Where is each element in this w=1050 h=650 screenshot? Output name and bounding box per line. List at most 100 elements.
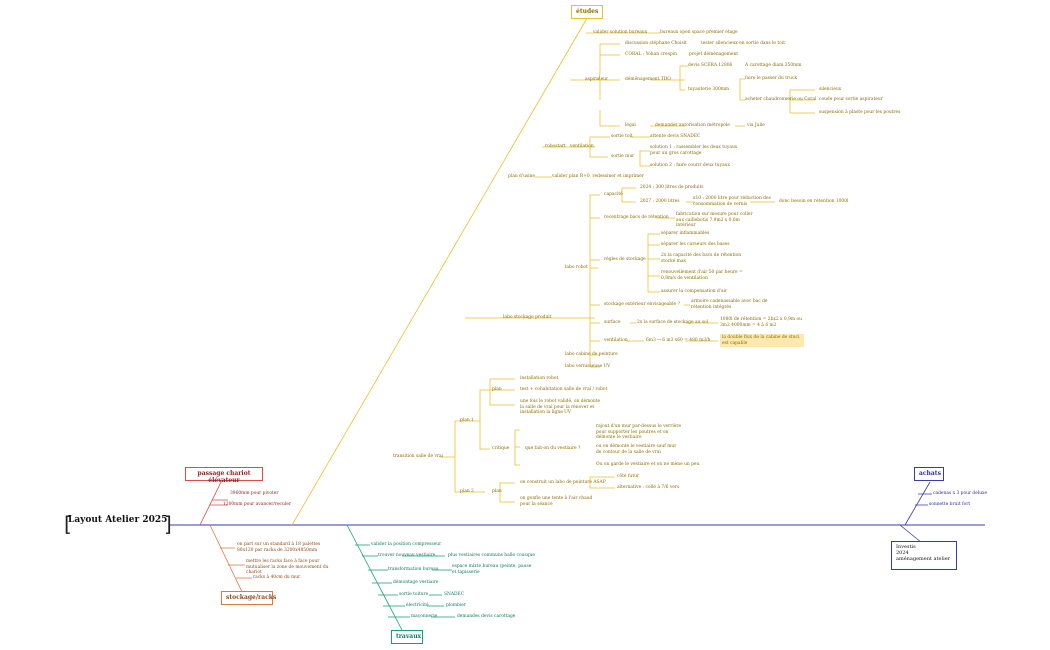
etudes-coude[interactable]: coude pour sortie aspirateur xyxy=(819,97,883,102)
etudes-vest-3[interactable]: Ou on garde le vestiaire et on ne mène u… xyxy=(596,462,700,467)
etudes-fabrication[interactable]: fabrication sur mesure pour coller aux c… xyxy=(676,212,753,229)
travaux-item-7[interactable]: maçonnerie xyxy=(411,614,438,619)
etudes-carottage[interactable]: A carottage diam.350mm xyxy=(745,63,802,68)
etudes-sortie-toit[interactable]: sortie toit xyxy=(611,134,633,139)
etudes-surface-detail[interactable]: 2x la surface de stockage au sol xyxy=(637,320,709,325)
etudes-regles[interactable]: règles de stockage xyxy=(604,257,646,262)
etudes-cap-2024[interactable]: 2024 : 300 litres de produits xyxy=(640,185,704,190)
etudes-attente-devis[interactable]: attente devis SNADEC xyxy=(650,134,701,139)
travaux-connectors xyxy=(346,524,455,631)
etudes-p2-2[interactable]: on gonfle une tente à l'air chaud pour l… xyxy=(520,496,593,507)
stockage-item-2[interactable]: mettre les racks face à face pour mutual… xyxy=(246,559,329,576)
etudes-regle-5[interactable]: assurer la compensation d'air xyxy=(661,289,728,294)
etudes-via-julie[interactable]: via Julie xyxy=(747,123,765,128)
etudes-p1-1[interactable]: installation robot xyxy=(520,376,559,381)
etudes-robostart[interactable]: robostart xyxy=(545,144,566,149)
travaux-item-6[interactable]: électricité xyxy=(406,603,429,608)
etudes-stockage-ext[interactable]: stockage extérieur envisageable ? xyxy=(604,302,680,307)
travaux-item-4[interactable]: démontage vestiaire xyxy=(393,580,439,585)
passage-item-2[interactable]: 1200mm pour avancer/reculer xyxy=(223,502,291,507)
etudes-regle-1[interactable]: séparer inflammables xyxy=(661,231,710,236)
etudes-tester-silencieux[interactable]: tester silencieux en sortie dans le toit xyxy=(701,41,785,46)
etudes-labo-vernisseuse[interactable]: labo vernisseuse UV xyxy=(565,364,611,369)
etudes-vent-calc[interactable]: 6m3 → 6 m3 x60 = 480 m3/h xyxy=(646,338,711,343)
etudes-p1-3[interactable]: une fois le robot validé, on démonte la … xyxy=(520,399,601,416)
central-topic-title[interactable]: Layout Atelier 2025 xyxy=(68,515,168,525)
etudes-devis-scera[interactable]: devis SCERA 12806 xyxy=(688,63,733,68)
etudes-regle-3[interactable]: 2x la capacité des bacs de rétention sto… xyxy=(661,253,742,264)
travaux-item-5[interactable]: sortie toiture xyxy=(399,592,429,597)
travaux-item-1[interactable]: valider la position compresseur xyxy=(371,542,442,547)
achats-topic[interactable]: achats xyxy=(914,467,944,481)
etudes-p2-1a[interactable]: côté futur xyxy=(617,474,640,479)
stockage-item-1[interactable]: on part sur un standard à 18 palettes 80… xyxy=(237,542,321,553)
etudes-regle-4[interactable]: renouvellement d'air 50 par heure = 0,8m… xyxy=(661,270,743,281)
etudes-suspension[interactable]: suspension à plaste pour les poutres xyxy=(819,110,901,115)
etudes-ventilation-2[interactable]: ventilation xyxy=(604,338,628,343)
achats-item-1[interactable]: cadenas x 3 pour deluxe xyxy=(933,491,988,496)
etudes-cap-2027[interactable]: 2027 : 2000 litres xyxy=(640,199,680,204)
etudes-solution-1[interactable]: solution 1 : rassembler les deux tuyaux … xyxy=(650,145,738,156)
etudes-capacite[interactable]: capacité xyxy=(604,192,623,197)
etudes-valider-plan[interactable]: valider plan R+0, redessiner et imprimer xyxy=(552,174,644,179)
etudes-faire-passer[interactable]: faire le passer du truck xyxy=(745,76,798,81)
etudes-armoire[interactable]: armoire cadenassable avec bac de rétenti… xyxy=(691,299,768,310)
passage-topic[interactable]: passage chariot élévateur xyxy=(185,467,263,484)
etudes-plan-1-plan[interactable]: plan xyxy=(492,387,502,392)
etudes-aspirateur[interactable]: aspirateur xyxy=(585,77,609,82)
stockage-item-3[interactable]: racks à 40cm du mur xyxy=(253,575,301,580)
etudes-projet-demenagement[interactable]: projet déménagement xyxy=(689,52,739,57)
etudes-plan-usine[interactable]: plan d'usine xyxy=(508,174,535,179)
etudes-cap-reduction[interactable]: x10 : 2000 litre pour réduction des cons… xyxy=(693,196,771,207)
etudes-transition[interactable]: transition salle de vrai xyxy=(393,454,444,459)
etudes-sortie-mur[interactable]: sortie mur xyxy=(611,154,635,159)
achats-item-2[interactable]: sonnette bruit fort xyxy=(929,502,971,507)
investis-line-2: 2024 xyxy=(896,550,909,557)
stockage-connectors xyxy=(209,524,252,595)
etudes-p2-1b[interactable]: alternative : collé à 7/6 vers xyxy=(617,485,680,490)
etudes-critique[interactable]: critique xyxy=(492,446,510,451)
travaux-item-3a[interactable]: espace mixte bureau (peinte, pause et ta… xyxy=(452,564,532,575)
etudes-plan-2-plan[interactable]: plan xyxy=(492,489,502,494)
stockage-topic[interactable]: stockage/racks xyxy=(221,591,276,605)
travaux-item-2[interactable]: trouver nouveau vestiaire xyxy=(378,553,436,558)
etudes-regle-2[interactable]: séparer les curseurs des bases xyxy=(661,242,730,247)
etudes-coral[interactable]: CORAL : Yohan crespin xyxy=(625,52,677,57)
etudes-recentrage[interactable]: recentrage bacs de rétention xyxy=(604,215,669,220)
etudes-vent-highlight[interactable]: la double flux de la cabine de stuci est… xyxy=(720,334,804,348)
travaux-topic[interactable]: travaux xyxy=(391,630,423,644)
etudes-p1-2[interactable]: test + cohabitation salle de vrai / robo… xyxy=(520,387,608,392)
etudes-legal[interactable]: légal xyxy=(625,123,636,128)
etudes-vest-1[interactable]: rajout d'un mur par-dessus le verrière p… xyxy=(596,424,682,441)
etudes-bureaux-open-space[interactable]: bureaux open space premier étage xyxy=(660,30,738,35)
travaux-item-7a[interactable]: demandes devis carottage xyxy=(457,614,516,619)
etudes-p2-1[interactable]: on construit un labo de peinture ASAP xyxy=(520,480,606,485)
etudes-ventilation[interactable]: ventilation xyxy=(570,144,594,149)
travaux-item-3[interactable]: transformation bureau xyxy=(388,567,439,572)
etudes-labo-stockage[interactable]: labo stockage produit xyxy=(503,315,552,320)
travaux-item-6a[interactable]: plombier xyxy=(446,603,466,608)
passage-item-1[interactable]: 3960mm pour pivoter xyxy=(230,491,279,496)
etudes-que-faire[interactable]: que fait-on du vestiaire ? xyxy=(525,446,581,451)
travaux-item-5a[interactable]: SNADEC xyxy=(444,592,465,597)
etudes-demenagement-tdo[interactable]: déménagement TDO xyxy=(625,77,671,82)
etudes-acheter-chaudronnerie[interactable]: acheter chaudronnerie ou Coral xyxy=(745,97,817,102)
etudes-vest-2[interactable]: ou on démonte le vestiaire sauf mur de c… xyxy=(596,444,677,455)
left-bracket-icon: [ xyxy=(64,512,72,536)
etudes-discussion[interactable]: discussion stéphane Choisit xyxy=(625,41,687,46)
etudes-surface[interactable]: surface xyxy=(604,320,621,325)
etudes-plan-1[interactable]: plan 1 xyxy=(460,418,474,423)
etudes-tuyauterie[interactable]: tuyauterie 300mm xyxy=(688,87,730,92)
etudes-labo-cabine[interactable]: labo cabine de peinture xyxy=(565,352,618,357)
etudes-labo-robot[interactable]: labo robot xyxy=(565,265,588,270)
etudes-surface-calc[interactable]: 1080l de rétention = 2bx2 x 0,9m ou 3m2 … xyxy=(720,317,802,328)
etudes-silencieux[interactable]: silencieux xyxy=(819,87,842,92)
investis-topic[interactable]: Investis 2024 aménagement atelier xyxy=(891,541,957,570)
etudes-valider-solution[interactable]: valider solution bureaux xyxy=(593,30,648,35)
etudes-solution-2[interactable]: solution 2 : faire courir deux tuyaux xyxy=(650,163,730,168)
etudes-plan-2[interactable]: plan 2 xyxy=(460,489,474,494)
etudes-topic[interactable]: études xyxy=(571,5,603,19)
etudes-demander-autorisation[interactable]: demander autorisation métropole xyxy=(655,123,730,128)
etudes-donc-besoin[interactable]: donc besoin en rétention 1000l xyxy=(779,199,849,204)
travaux-item-2a[interactable]: plus vestiaires communs halle cousque xyxy=(448,553,535,558)
